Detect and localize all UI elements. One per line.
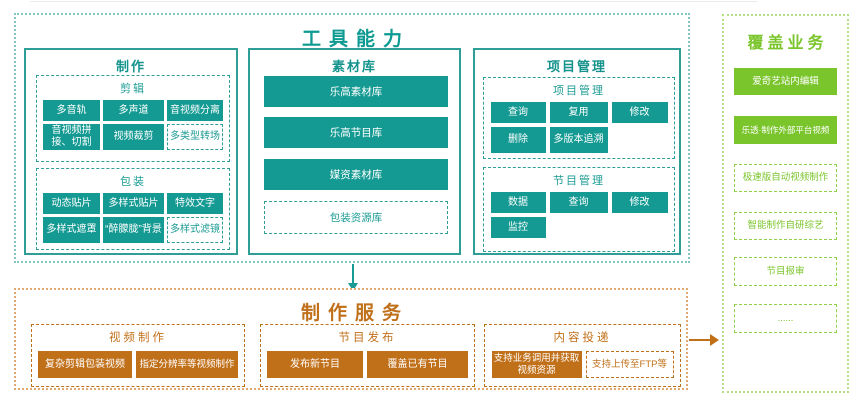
project-management-box: 项目管理 项目管理 查询 复用 修改 删除 多版本追溯 节目管理 数据 查询 修… [473,48,681,255]
program-publish-cells: 发布新节目 覆盖已有节目 [261,351,474,378]
project-cells: 查询 复用 修改 删除 多版本追溯 [484,102,674,153]
capability-cell-planned: 多类型转场 [167,124,223,150]
capability-cell: 删除 [490,127,546,153]
business-item: 爱奇艺站内编辑 [734,68,837,95]
capability-cell: 查询 [490,102,546,123]
library-bar: 乐高素材库 [264,76,448,107]
capability-cell: 查询 [549,192,608,213]
service-cell: 支持业务调用并获取视频资源 [491,351,582,378]
tools-panel-title: 工具能力 [301,29,410,50]
project-group-label: 项目管理 [553,85,605,97]
service-cell: 发布新节目 [267,351,363,378]
program-group: 节目管理 数据 查询 修改 监控 [483,167,675,252]
capability-cell: 复用 [549,102,608,123]
video-production-cells: 复杂剪辑包装视频 指定分辨率等视频制作 [32,351,244,378]
service-cell: 复杂剪辑包装视频 [38,351,132,378]
capability-cell: 多版本追溯 [549,127,608,153]
program-cells: 数据 查询 修改 监控 [484,192,674,238]
video-production-label: 视频制作 [109,332,167,344]
editing-group-label: 剪辑 [120,83,146,95]
business-item-planned: ...... [734,304,837,333]
down-arrow-icon [348,264,358,291]
business-item: 乐透·制作外部平台视频 [734,116,837,144]
capability-cell-planned: 多样式滤镜 [167,217,223,243]
capability-cell: 多声道 [103,100,164,121]
capability-cell: 动态贴片 [43,193,100,214]
business-item-planned: 智能制作自研综艺 [734,212,837,240]
service-cell: 覆盖已有节目 [367,351,468,378]
program-publish-label: 节目发布 [338,332,397,344]
content-delivery-cells: 支持业务调用并获取视频资源 支持上传至FTP等 [485,351,680,378]
packaging-group: 包装 动态贴片 多样式贴片 特效文字 多样式遮罩 “醉朦胧”背景 多样式滤镜 [36,168,230,250]
project-management-title: 项目管理 [546,59,607,74]
capability-cell: 音视频拼接、切割 [43,124,100,150]
services-panel-title: 制作服务 [300,303,409,324]
capability-cell: 修改 [611,102,668,123]
content-delivery-group: 内容投递 支持业务调用并获取视频资源 支持上传至FTP等 [484,324,681,387]
capability-cell: 音视频分离 [167,100,223,121]
project-group: 项目管理 查询 复用 修改 删除 多版本追溯 [483,77,675,159]
editing-group: 剪辑 多音轨 多声道 音视频分离 音视频拼接、切割 视频裁剪 多类型转场 [36,75,230,162]
material-library-box: 素材库 乐高素材库 乐高节目库 媒资素材库 包装资源库 [248,48,461,255]
capability-cell: 特效文字 [167,193,223,214]
capability-cell: 视频裁剪 [103,124,164,150]
production-box: 制作 剪辑 多音轨 多声道 音视频分离 音视频拼接、切割 视频裁剪 多类型转场 … [24,48,238,255]
production-box-title: 制作 [115,59,146,74]
program-group-label: 节目管理 [553,175,605,187]
top-divider [30,1,757,2]
library-bar: 乐高节目库 [264,117,448,148]
covered-business-panel: 覆盖业务 爱奇艺站内编辑 乐透·制作外部平台视频 极速版自动视频制作 智能制作自… [722,14,849,393]
packaging-group-label: 包装 [120,176,146,188]
video-production-group: 视频制作 复杂剪辑包装视频 指定分辨率等视频制作 [31,324,245,387]
service-cell-planned: 支持上传至FTP等 [585,351,674,378]
capability-cell: 多样式贴片 [103,193,164,214]
library-bar-planned: 包装资源库 [264,201,448,234]
capability-cell: 修改 [611,192,668,213]
capability-cell: 多音轨 [43,100,100,121]
capability-cell: 多样式遮罩 [43,217,100,243]
tools-capability-panel: 工具能力 制作 剪辑 多音轨 多声道 音视频分离 音视频拼接、切割 视频裁剪 多… [14,13,690,263]
capability-cell: 监控 [490,217,546,238]
packaging-cells: 动态贴片 多样式贴片 特效文字 多样式遮罩 “醉朦胧”背景 多样式滤镜 [37,193,229,243]
program-publish-group: 节目发布 发布新节目 覆盖已有节目 [260,324,475,387]
content-delivery-label: 内容投递 [553,332,612,344]
capability-cell: 数据 [490,192,546,213]
right-arrow-icon [689,334,719,346]
business-panel-title: 覆盖业务 [747,35,828,52]
business-item-planned: 节目报审 [734,257,837,286]
business-item-planned: 极速版自动视频制作 [734,164,837,192]
library-bar: 媒资素材库 [264,159,448,190]
capability-cell: “醉朦胧”背景 [103,217,164,243]
production-services-panel: 制作服务 视频制作 复杂剪辑包装视频 指定分辨率等视频制作 节目发布 发布新节目… [14,288,688,390]
editing-cells: 多音轨 多声道 音视频分离 音视频拼接、切割 视频裁剪 多类型转场 [37,100,229,150]
material-library-title: 素材库 [331,59,377,74]
service-cell: 指定分辨率等视频制作 [136,351,238,378]
